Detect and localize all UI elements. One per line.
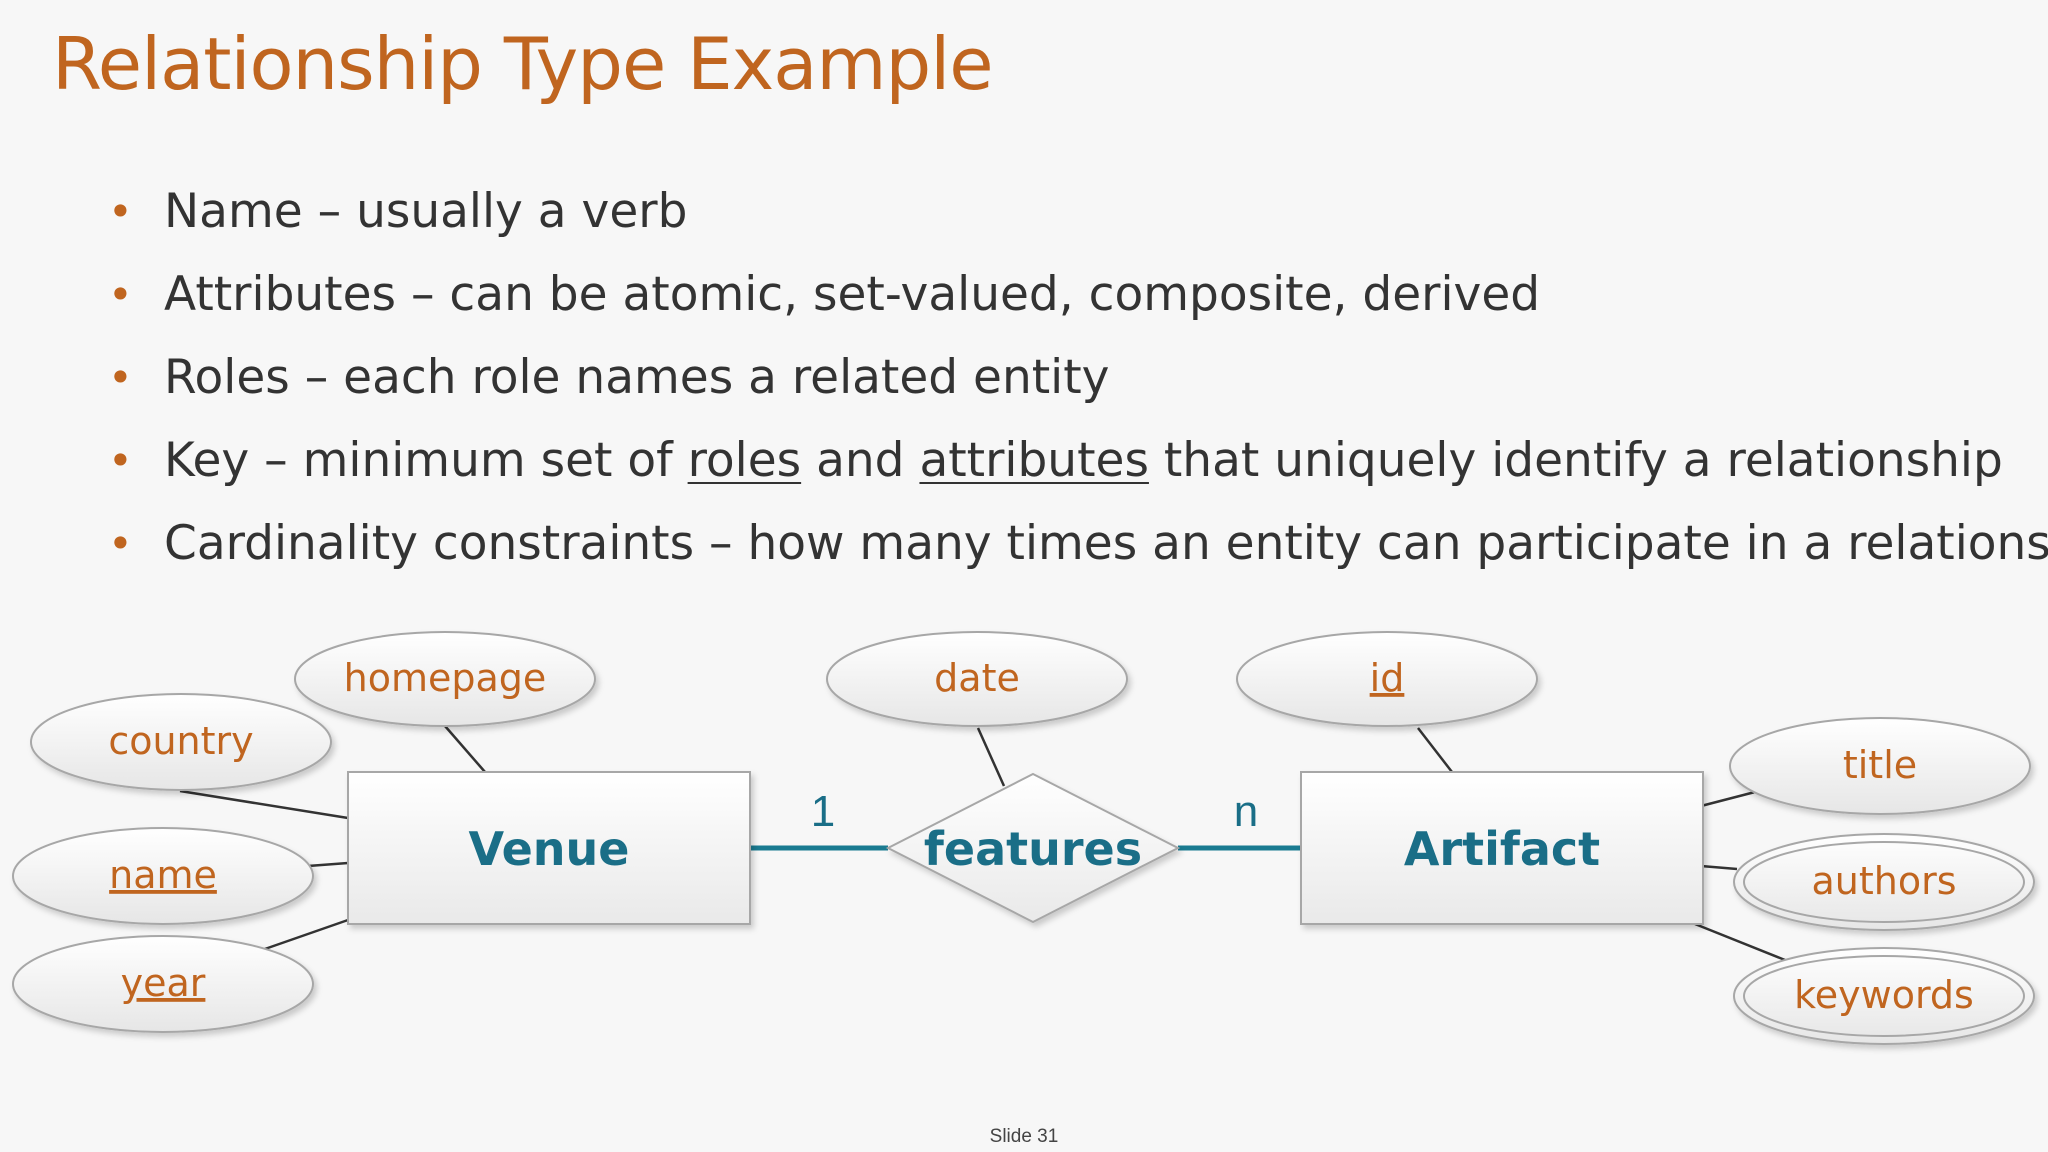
bullet-name: Name – usually a verb [108, 170, 2048, 253]
attribute-year: year [12, 935, 314, 1033]
bullet-text: each role names a related entity [343, 350, 1110, 405]
link-name [307, 861, 349, 868]
attribute-id-label: id [1370, 656, 1405, 700]
entity-venue: Venue [347, 771, 751, 925]
attribute-name: name [12, 827, 314, 925]
bullet-text: usually a verb [356, 184, 688, 239]
bullet-list: Name – usually a verb Attributes – can b… [108, 170, 2048, 585]
bullet-key: Key – minimum set of roles and attribute… [108, 419, 2048, 502]
bullet-cardinality: Cardinality constraints – how many times… [108, 502, 2048, 585]
attribute-title: title [1729, 717, 2031, 815]
attribute-id: id [1236, 631, 1538, 727]
bullet-attributes: Attributes – can be atomic, set-valued, … [108, 253, 2048, 336]
underlined-roles: roles [687, 433, 802, 488]
attribute-year-label: year [121, 961, 206, 1005]
bullet-term: Name [164, 184, 303, 239]
attribute-date-label: date [934, 656, 1020, 700]
bullet-dash: – [396, 267, 450, 322]
relationship-label: features [924, 822, 1142, 876]
attribute-date: date [826, 631, 1128, 727]
attribute-links [179, 725, 1786, 962]
attribute-authors: authors [1733, 833, 2035, 931]
relationship-features: features [885, 772, 1181, 924]
link-year [261, 918, 349, 952]
cardinality-many: n [1234, 787, 1258, 836]
entity-artifact: Artifact [1300, 771, 1704, 925]
slide-number: Slide 31 [989, 1126, 1059, 1147]
attribute-keywords: keywords [1733, 947, 2035, 1045]
attribute-homepage: homepage [294, 631, 596, 727]
underlined-attributes: attributes [919, 433, 1149, 488]
bullet-term: Roles [164, 350, 290, 405]
bullet-dash: – [249, 433, 303, 488]
bullet-text: and [801, 433, 920, 488]
link-id [1417, 727, 1453, 773]
bullet-term: Cardinality constraints [164, 516, 695, 571]
attribute-homepage-label: homepage [344, 656, 547, 700]
link-authors [1700, 864, 1738, 871]
bullet-dash: – [289, 350, 344, 405]
bullet-roles: Roles – each role names a related entity [108, 336, 2048, 419]
attribute-name-label: name [109, 853, 217, 897]
attribute-country: country [30, 693, 332, 791]
attribute-authors-label: authors [1811, 859, 1956, 903]
bullet-text: can be atomic, set-valued, composite, de… [449, 267, 1541, 322]
bullet-term: Attributes [164, 267, 397, 322]
link-homepage [444, 725, 486, 773]
entity-artifact-label: Artifact [1404, 822, 1600, 876]
link-country [179, 789, 349, 820]
slide-title: Relationship Type Example [52, 22, 993, 106]
attribute-country-label: country [108, 719, 253, 763]
bullet-term: Key [164, 433, 250, 488]
bullet-text: how many times an entity can participate… [747, 516, 2048, 571]
bullet-text: minimum set of [302, 433, 688, 488]
link-date [976, 727, 1006, 787]
link-keywords [1694, 922, 1786, 962]
attribute-keywords-label: keywords [1794, 973, 1974, 1017]
attribute-title-label: title [1843, 743, 1917, 787]
bullet-dash: – [302, 184, 357, 239]
cardinality-one: 1 [811, 787, 835, 836]
link-title [1700, 790, 1756, 808]
bullet-text: that uniquely identify a relationship [1148, 433, 2003, 488]
entity-venue-label: Venue [469, 822, 630, 876]
bullet-dash: – [694, 516, 748, 571]
